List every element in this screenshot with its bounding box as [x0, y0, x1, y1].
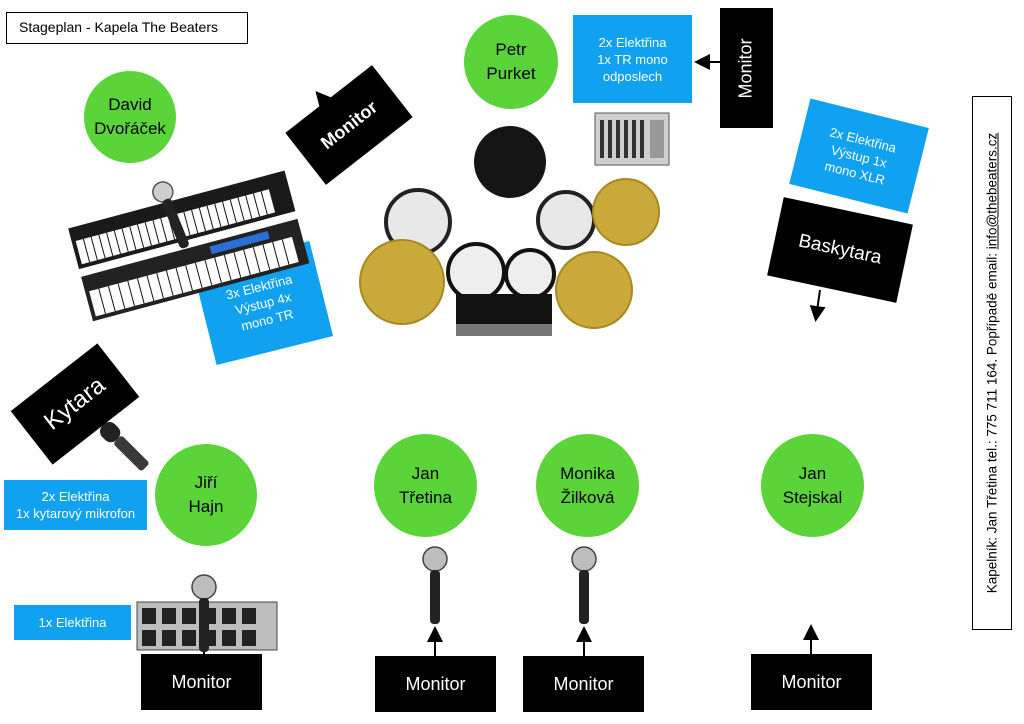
microphone-jiri-icon [191, 574, 217, 652]
stageplan-title: Stageplan - Kapela The Beaters [6, 12, 248, 44]
monitor-jan-stejskal: Monitor [751, 654, 872, 710]
monitor-drums: Monitor [720, 8, 773, 128]
person-jiri: Jiří Hajn [155, 444, 257, 546]
drum-kit-icon [359, 126, 660, 336]
microphone-jan-tretina-icon [422, 546, 448, 624]
person-david: David Dvořáček [84, 71, 176, 163]
mixer-icon [594, 112, 670, 166]
info-pedal: 1x Elektřina [14, 605, 131, 640]
person-jan-tretina: Jan Třetina [374, 434, 477, 537]
microphone-monika-icon [571, 546, 597, 624]
arrow-monitor-keys [315, 90, 333, 111]
info-drums: 2x Elektřina 1x TR mono odposlech [573, 15, 692, 103]
info-guitar: 2x Elektřina 1x kytarový mikrofon [4, 480, 147, 530]
monitor-jan-tretina: Monitor [375, 656, 496, 712]
contact-box: Kapelník: Jan Třetina tel.: 775 711 164.… [972, 96, 1012, 630]
arrow-baskytara [809, 289, 826, 322]
guitar-microphone-icon [100, 422, 149, 471]
person-monika: Monika Žilková [536, 434, 639, 537]
monitor-monika: Monitor [523, 656, 644, 712]
keyboard-microphone-icon [152, 181, 189, 249]
person-jan-stejskal: Jan Stejskal [761, 434, 864, 537]
monitor-jiri: Monitor [141, 654, 262, 710]
person-petr: Petr Purket [464, 15, 558, 109]
